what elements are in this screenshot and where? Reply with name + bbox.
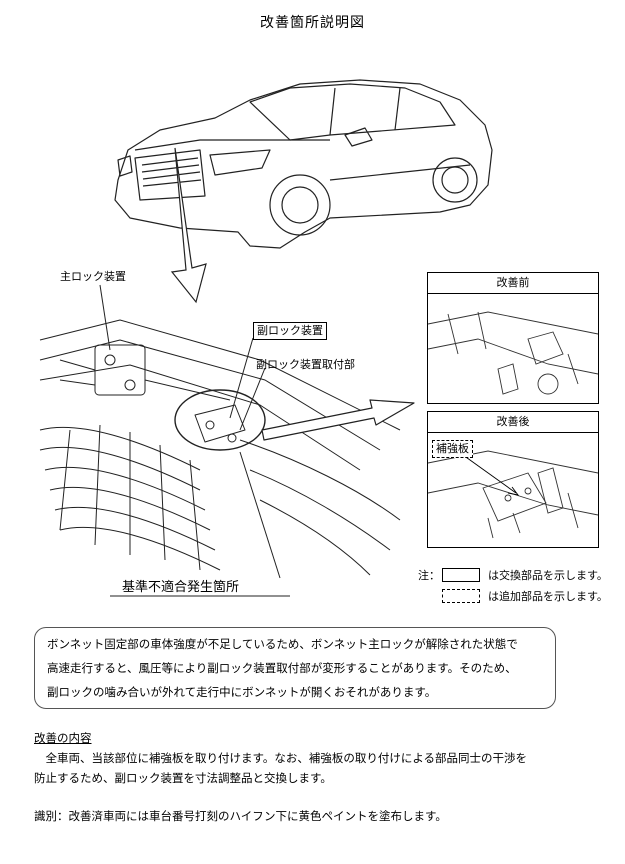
legend-added-text: は追加部品を示します。 [488, 590, 608, 603]
after-panel-title: 改善後 [428, 412, 598, 433]
before-illustration [427, 311, 599, 395]
sub-lock-label: 副ロック装置 [253, 322, 327, 340]
before-panel-title: 改善前 [428, 273, 598, 294]
legend-added-swatch [442, 589, 480, 603]
after-panel: 改善後 補強板 [427, 411, 599, 548]
reinforcement-plate-label: 補強板 [432, 440, 473, 458]
sub-lock-mount-label: 副ロック装置取付部 [256, 358, 355, 371]
after-illustration [427, 450, 599, 539]
improvement-heading: 改善の内容 [34, 731, 92, 745]
legend-replaced-text: は交換部品を示します。 [488, 569, 608, 582]
improvement-line-1: 全車両、当該部位に補強板を取り付けます。なお、補強板の取り付けによる部品同士の干… [34, 751, 527, 765]
defect-description-box: ボンネット固定部の車体強度が不足しているため、ボンネット主ロックが解除された状態… [34, 627, 556, 709]
defect-description-line-2: 高速走行すると、風圧等により副ロック装置取付部が変形することがあります。そのため… [47, 661, 517, 675]
before-panel: 改善前 [427, 272, 599, 404]
identification-text: 識別：改善済車両には車台番号打刻のハイフン下に黄色ペイントを塗布します。 [34, 809, 447, 823]
defect-description-line-3: 副ロックの噛み合いが外れて走行中にボンネットが開くおそれがあります。 [47, 685, 437, 699]
page-title: 改善箇所説明図 [260, 15, 365, 31]
legend-note-label: 注： [418, 569, 440, 582]
legend-replaced-swatch [442, 568, 480, 582]
nonconformity-label: 基準不適合発生箇所 [122, 580, 240, 595]
improvement-line-2: 防止するため、副ロック装置を寸法調整品と交換します。 [34, 771, 332, 785]
main-lock-label: 主ロック装置 [60, 270, 126, 283]
defect-description-line-1: ボンネット固定部の車体強度が不足しているため、ボンネット主ロックが解除された状態… [47, 637, 518, 651]
